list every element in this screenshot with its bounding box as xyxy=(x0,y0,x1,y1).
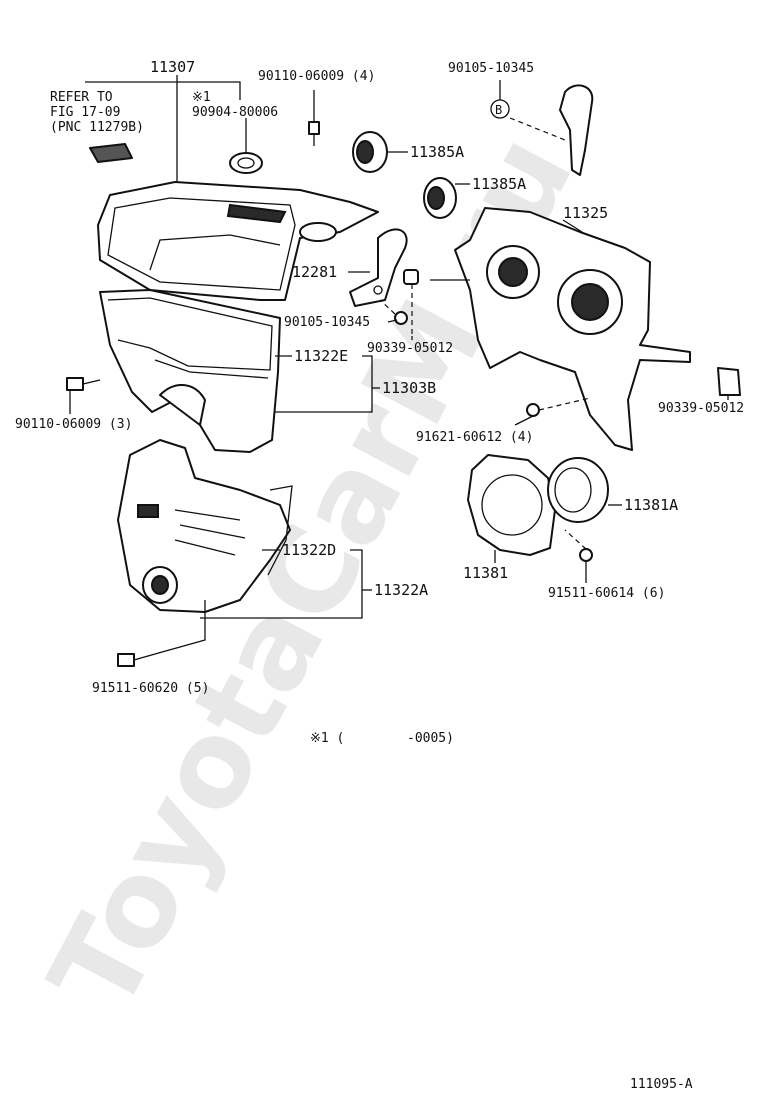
oil-seal-11385a-2 xyxy=(423,177,457,219)
bolt-91511-60614 xyxy=(564,529,593,562)
label-90105-mid: 90105-10345 xyxy=(284,315,370,330)
sleeve-90339-right xyxy=(717,367,741,396)
label-90904: 90904-80006 xyxy=(192,105,278,120)
label-11385a-2: 11385A xyxy=(472,175,526,193)
label-12281: 12281 xyxy=(292,263,337,281)
leader-lines xyxy=(69,75,729,655)
bolt-91621 xyxy=(526,397,591,417)
oil-seal-90904 xyxy=(229,152,263,174)
label-11322d: 11322D xyxy=(282,541,336,559)
refer-line2: FIG 17-09 xyxy=(50,105,120,120)
label-91511-60614: 91511-60614 (6) xyxy=(548,586,665,601)
oil-seal-11381a xyxy=(547,457,609,523)
figure-id: 111095-A xyxy=(630,1077,693,1092)
bolt-90110-top xyxy=(308,121,320,146)
label-11303b: 11303B xyxy=(382,379,436,397)
svg-text:B: B xyxy=(495,103,502,117)
rear-plate-11325 xyxy=(430,207,691,451)
label-91511-60620: 91511-60620 (5) xyxy=(92,681,209,696)
gasket-pad xyxy=(89,143,133,163)
label-11381: 11381 xyxy=(463,564,508,582)
label-90110-top: 90110-06009 (4) xyxy=(258,69,375,84)
refer-line1: REFER TO xyxy=(50,90,113,105)
label-11322a: 11322A xyxy=(374,581,428,599)
label-11381a: 11381A xyxy=(624,496,678,514)
star-mark: ※1 xyxy=(192,90,211,105)
label-90339-mid: 90339-05012 xyxy=(367,341,453,356)
bolt-91511-60620 xyxy=(117,653,156,667)
bolt-90105-mid xyxy=(379,299,408,325)
sleeve-90339-mid xyxy=(403,269,419,336)
label-91621: 91621-60612 (4) xyxy=(416,430,533,445)
footnote: ※1 ( -0005) xyxy=(310,731,454,746)
label-11385a-1: 11385A xyxy=(410,143,464,161)
label-11325: 11325 xyxy=(563,204,608,222)
refer-line3: (PNC 11279B) xyxy=(50,120,144,135)
oil-seal-11385a-1 xyxy=(352,131,388,173)
callout-b-top: B xyxy=(490,99,510,119)
bolt-90110-left xyxy=(66,377,101,391)
seal-retainer-11381 xyxy=(467,454,556,556)
labels: 11307 REFER TO FIG 17-09 (PNC 11279B) ※1… xyxy=(15,58,744,1092)
label-90339-right: 90339-05012 xyxy=(658,401,744,416)
bracket-90105 xyxy=(509,84,594,176)
label-90105-top: 90105-10345 xyxy=(448,61,534,76)
bracket-12281 xyxy=(349,228,408,307)
label-11322e: 11322E xyxy=(294,347,348,365)
timing-cover-11322a xyxy=(117,439,293,613)
timing-cover-lower-11303b xyxy=(99,289,281,453)
label-11307: 11307 xyxy=(150,58,195,76)
label-90110-left: 90110-06009 (3) xyxy=(15,417,132,432)
timing-cover-upper xyxy=(97,181,379,301)
